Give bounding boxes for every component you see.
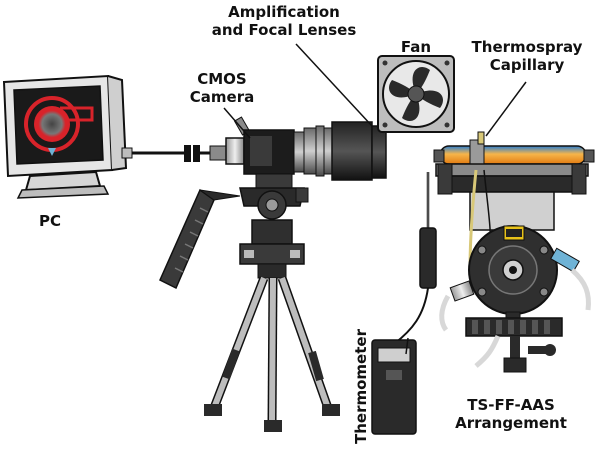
fan xyxy=(378,56,454,132)
tsffaas-label: TS-FF-AAS Arrangement xyxy=(446,396,576,432)
amplification-lenses xyxy=(304,122,386,180)
fan-label-text: Fan xyxy=(401,38,431,56)
tsffaas-apparatus xyxy=(434,132,594,372)
thermometer-label-text: Thermometer xyxy=(352,329,370,444)
cmos-label-text: CMOS Camera xyxy=(190,70,254,106)
thermospray-label-text: Thermospray Capillary xyxy=(472,38,583,74)
thermometer xyxy=(372,172,436,434)
fan-label: Fan xyxy=(396,38,436,56)
pc-label: PC xyxy=(30,212,70,230)
pc-label-text: PC xyxy=(39,212,61,230)
tripod xyxy=(160,174,340,432)
cmos-camera xyxy=(226,117,304,174)
thermometer-label: Thermometer xyxy=(352,329,370,444)
usb-cable xyxy=(122,145,226,162)
thermospray-label: Thermospray Capillary xyxy=(462,38,592,74)
cmos-label: CMOS Camera xyxy=(182,70,262,106)
pc-monitor xyxy=(4,76,126,198)
amplification-label-text: Amplification and Focal Lenses xyxy=(212,3,357,39)
amplification-label: Amplification and Focal Lenses xyxy=(194,3,374,39)
tsffaas-label-text: TS-FF-AAS Arrangement xyxy=(455,396,567,432)
